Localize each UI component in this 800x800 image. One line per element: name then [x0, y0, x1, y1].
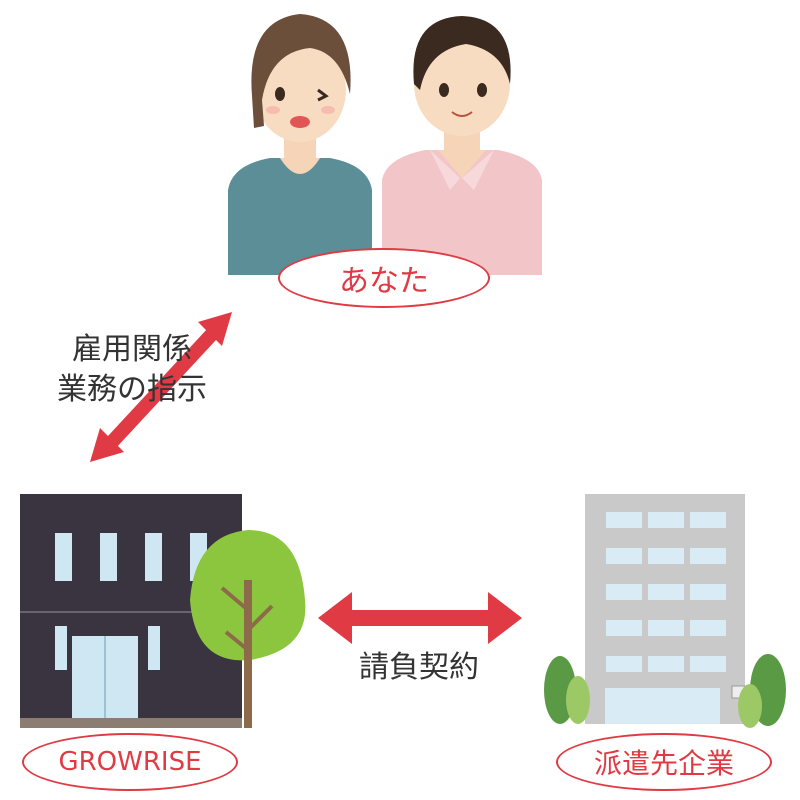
growrise-label: GROWRISE — [58, 747, 202, 777]
employment-label: 雇用関係 業務の指示 — [52, 330, 212, 410]
contract-label: 請負契約 — [359, 650, 479, 685]
tree-illustration — [190, 530, 306, 728]
client-building — [544, 494, 786, 728]
employment-line2: 業務の指示 — [57, 372, 207, 407]
you-label: あなた — [339, 264, 429, 299]
employment-arrow — [90, 312, 232, 462]
woman-figure — [228, 14, 372, 275]
client-node: 派遣先企業 — [556, 733, 772, 791]
people-illustration — [228, 14, 542, 275]
man-figure — [382, 16, 542, 275]
contract-arrow — [318, 592, 522, 644]
you-node: あなた — [278, 248, 490, 308]
employment-line1: 雇用関係 — [72, 332, 192, 367]
client-label: 派遣先企業 — [593, 747, 734, 780]
growrise-node: GROWRISE — [22, 733, 238, 791]
